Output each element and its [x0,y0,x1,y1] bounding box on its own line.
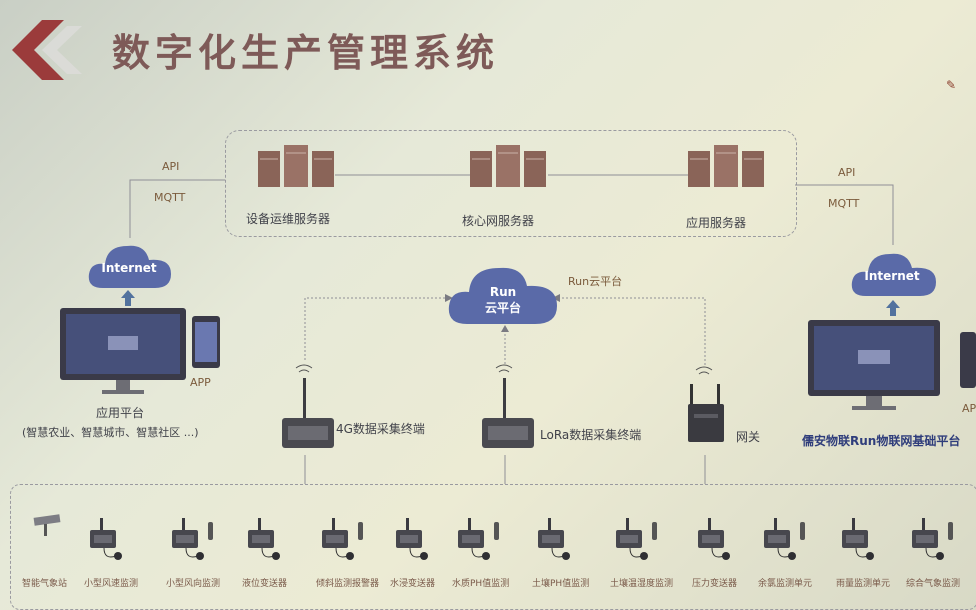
sensor-5-icon [322,518,363,560]
sensor-9-icon [616,518,657,560]
sensor-3-label: 小型风向监测 [166,579,221,589]
sensor-7-label: 水质PH值监测 [452,579,510,589]
left-internet-cloud-icon: Internet [88,245,171,288]
sensor-9-label: 土壤温湿度监测 [610,579,674,589]
left-api-label: API [162,160,180,173]
core-server-icon [470,145,546,187]
left-internet-text: Internet [101,261,156,275]
right-internet-text: Internet [864,269,919,283]
app-server-icon [688,145,764,187]
sensor-4-icon [248,518,280,560]
corner-logo-icon: ✎ [946,78,957,92]
core-server-label: 核心网服务器 [462,214,535,228]
sensor-13-icon [912,518,953,560]
sensor-1-label: 智能气象站 [22,579,68,589]
sensor-6-label: 水浸变送器 [390,579,436,589]
right-api-label: API [838,166,856,179]
sensor-7-icon [458,518,499,560]
gateway-icon [688,366,724,442]
sensor-1-icon [33,514,61,536]
sensor-3-icon [172,518,213,560]
4g-terminal-icon [282,364,334,448]
app-platform-sub: (智慧农业、智慧城市、智慧社区 ...) [22,426,199,439]
left-mqtt-label: MQTT [154,191,186,204]
brand-logo-icon [12,20,82,80]
sensor-12-label: 雨量监测单元 [836,579,891,589]
app-label: APP [190,376,211,389]
run-cloud-label: Run云平台 [568,275,623,288]
right-app-label: AP [962,402,976,415]
gateway-label: 网关 [736,430,761,444]
sensor-8-label: 土壤PH值监测 [532,579,590,589]
sensor-10-label: 压力变送器 [692,579,738,589]
right-platform-label: 儒安物联Run物联网基础平台 [802,434,961,448]
sensor-13-label: 综合气象监测 [906,579,961,589]
app-platform-label: 应用平台 [96,406,145,420]
left-monitor-icon [60,308,220,394]
run-cloud-line1: Run [490,285,516,299]
right-mqtt-label: MQTT [828,197,860,210]
sensor-5-label: 倾斜监测报警器 [316,579,380,589]
lora-terminal-icon [482,364,534,448]
app-server-label: 应用服务器 [686,216,747,230]
lora-terminal-label: LoRa数据采集终端 [540,428,642,442]
sensor-2-icon [90,518,122,560]
right-monitor-icon [808,320,976,410]
4g-terminal-label: 4G数据采集终端 [336,422,425,436]
sensor-10-icon [698,518,730,560]
ops-server-icon [258,145,334,187]
ops-server-label: 设备运维服务器 [246,212,331,226]
run-cloud-line2: 云平台 [485,300,521,315]
sensor-11-icon [764,518,805,560]
sensor-8-icon [538,518,570,560]
sensor-4-label: 液位变送器 [242,579,288,589]
sensor-11-label: 余氯监测单元 [758,579,813,589]
sensor-12-icon [842,518,874,560]
run-cloud-icon: Run 云平台 [448,267,557,324]
page-title: 数字化生产管理系统 [112,30,500,75]
sensor-2-label: 小型风速监测 [84,579,139,589]
sensor-6-icon [396,518,428,560]
right-internet-cloud-icon: Internet [851,253,936,296]
server-cluster [225,130,797,237]
